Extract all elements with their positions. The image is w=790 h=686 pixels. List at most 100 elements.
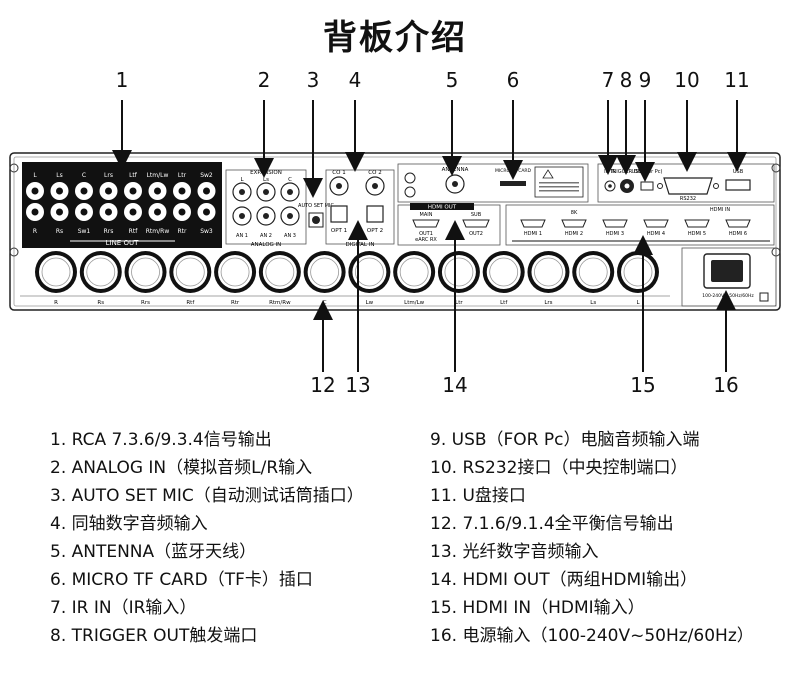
hdmi-out-1-label: OUT1 — [419, 231, 433, 237]
legend-item: 7. IR IN（IR输入） — [50, 598, 197, 618]
hdmi-out-1-port[interactable] — [412, 219, 440, 228]
rca-label: R — [33, 228, 37, 235]
hdmi-out-sub-label: SUB — [471, 212, 482, 218]
opt-2-label: OPT 2 — [367, 228, 383, 234]
xlr-label: Ls — [590, 300, 596, 306]
legend-item: 3. AUTO SET MIC（自动测试话筒插口） — [50, 486, 364, 506]
hdmi-out-block: HDMI OUT MAIN SUB OUT1 OUT2 eARC RX — [397, 203, 501, 246]
legend-item: 10. RS232接口（中央控制端口） — [430, 458, 688, 478]
hdmi-in-label: HDMI IN — [710, 207, 730, 213]
rs232-label: RS232 — [680, 196, 696, 202]
hdmi-out-2-port[interactable] — [462, 219, 490, 228]
callout-number: 10 — [674, 68, 699, 92]
callout-number: 4 — [349, 68, 362, 92]
callout-number: 15 — [630, 373, 655, 397]
legend-item: 5. ANTENNA（蓝牙天线） — [50, 542, 257, 562]
micro-tf-slot[interactable] — [500, 181, 526, 186]
xlr-label: Rtm/Rw — [269, 300, 291, 306]
xlr-label: Ltf — [500, 300, 508, 306]
xlr-label: C — [323, 300, 327, 306]
rs232-port[interactable] — [663, 177, 713, 195]
xlr-label: R — [54, 300, 58, 306]
callout-number: 7 — [602, 68, 615, 92]
callout-number: 14 — [442, 373, 467, 397]
rca-label: Sw3 — [200, 228, 213, 235]
digital-in-label: DIGITAL IN — [346, 242, 375, 248]
hdmi-in-port[interactable] — [684, 219, 710, 228]
rca-label: Rtr — [178, 228, 188, 235]
callout-number: 11 — [724, 68, 749, 92]
xlr-label: Rtr — [231, 300, 240, 306]
expansion-top-label: Ls — [263, 177, 269, 183]
callout-number: 13 — [345, 373, 370, 397]
callout-number: 5 — [446, 68, 459, 92]
legend-item: 13. 光纤数字音频输入 — [430, 542, 599, 562]
legend-right: 9. USB（FOR Pc）电脑音频输入端 10. RS232接口（中央控制端口）… — [430, 426, 754, 650]
legend-item: 15. HDMI IN（HDMI输入） — [430, 598, 645, 618]
callout-number: 9 — [639, 68, 652, 92]
hdmi-in-port-label: HDMI 3 — [606, 231, 624, 237]
usb-label: USB — [733, 169, 744, 175]
analog-in-port-label: AN 2 — [260, 233, 272, 239]
usb-pc-port[interactable] — [640, 181, 654, 191]
expansion-top-label: C — [288, 177, 292, 183]
rca-label: Lrs — [104, 172, 113, 179]
hdmi-in-port[interactable] — [520, 219, 546, 228]
xlr-label: Lw — [366, 300, 374, 306]
xlr-label: Ltr — [455, 300, 463, 306]
xlr-label: Rrs — [141, 300, 150, 306]
hdmi-in-port[interactable] — [602, 219, 628, 228]
rca-label: C — [82, 172, 86, 179]
rca-label: Sw2 — [200, 172, 213, 179]
xlr-label: Rtf — [186, 300, 195, 306]
legend-item: 4. 同轴数字音频输入 — [50, 514, 208, 534]
rca-label: Sw1 — [78, 228, 91, 235]
optical-1-port[interactable] — [330, 205, 348, 223]
auto-set-mic-jack[interactable] — [312, 216, 320, 224]
rca-label: Rtf — [129, 228, 139, 235]
rca-label: Ltm/Lw — [147, 172, 169, 179]
digital-in-block: CO 1 CO 2 OPT 1 OPT 2 DIGITAL IN — [325, 169, 395, 248]
callout-number: 6 — [507, 68, 520, 92]
hdmi-in-port[interactable] — [643, 219, 669, 228]
optical-2-port[interactable] — [366, 205, 384, 223]
callout-number: 12 — [310, 373, 335, 397]
rca-label: L — [33, 172, 37, 179]
legend-item: 12. 7.1.6/9.1.4全平衡信号输出 — [430, 514, 674, 534]
rca-label: Ls — [56, 172, 62, 179]
hdmi-out-2-label: OUT2 — [469, 231, 483, 237]
expansion-label: EXPANSION — [250, 170, 282, 176]
rca-label: Ltr — [178, 172, 187, 179]
legend-item: 6. MICRO TF CARD（TF卡）插口 — [50, 570, 313, 590]
hdmi-out-main-label: MAIN — [420, 212, 433, 218]
hdmi-in-port-label: HDMI 4 — [647, 231, 665, 237]
rca-label: Rs — [56, 228, 63, 235]
legend-item: 1. RCA 7.3.6/9.3.4信号输出 — [50, 430, 272, 450]
callout-number: 1 — [116, 68, 129, 92]
line-out-label: LINE OUT — [106, 239, 139, 247]
rca-label: Ltf — [129, 172, 138, 179]
rca-label: Rtm/Rw — [146, 228, 170, 235]
usb-port[interactable] — [725, 179, 751, 191]
hdmi-in-port-label: HDMI 5 — [688, 231, 706, 237]
legend-item: 9. USB（FOR Pc）电脑音频输入端 — [430, 430, 700, 450]
hdmi-in-port[interactable] — [561, 219, 587, 228]
legend-item: 14. HDMI OUT（两组HDMI输出） — [430, 570, 698, 590]
expansion-top-label: L — [240, 177, 244, 183]
hdmi-in-port[interactable] — [725, 219, 751, 228]
hdmi-out-label: HDMI OUT — [428, 205, 457, 211]
callout-number: 2 — [258, 68, 271, 92]
callout-number: 3 — [307, 68, 320, 92]
callout-number: 8 — [620, 68, 633, 92]
callout-arrows — [112, 100, 747, 372]
legend-item: 8. TRIGGER OUT触发端口 — [50, 626, 258, 646]
rca-top-row: L Ls C Lrs Ltf Ltm/Lw Ltr Sw2 — [26, 172, 216, 200]
coax-2-label: CO 2 — [368, 170, 381, 176]
